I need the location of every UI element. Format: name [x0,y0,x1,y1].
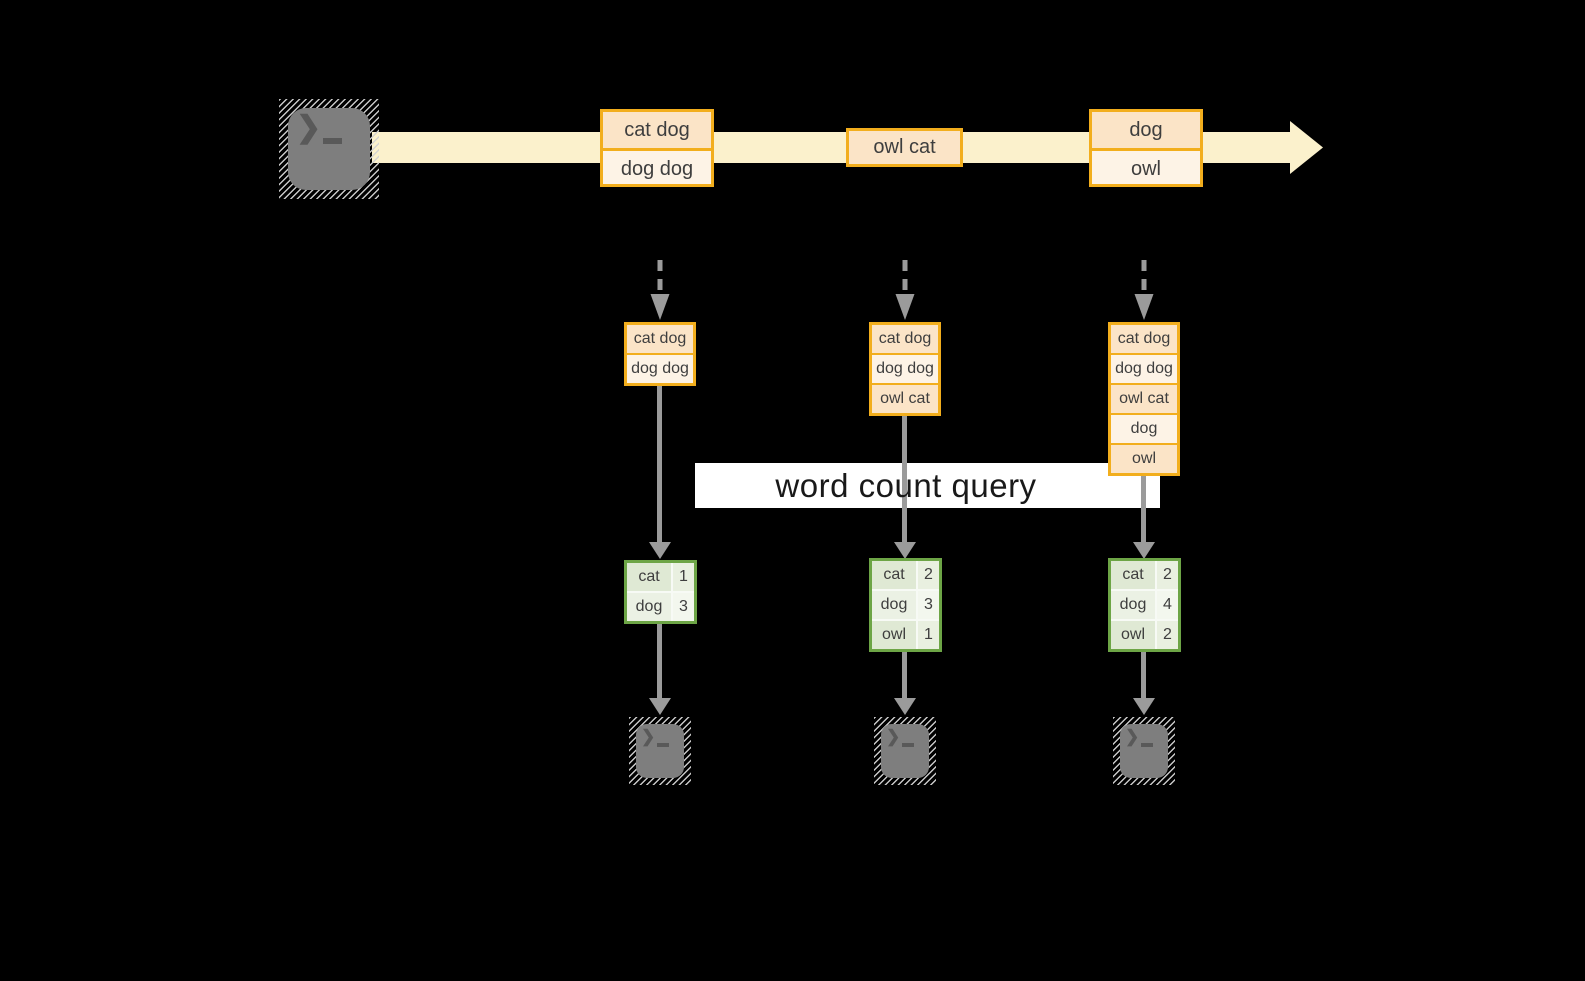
terminal-icon: ❯ [629,717,691,785]
output-arrowhead-3 [1133,698,1155,715]
batch-line: dog [1092,112,1200,148]
word-cell: cat [627,563,671,591]
batch-line: owl cat [872,383,938,413]
output-arrowhead-2 [894,698,916,715]
terminal-body [881,724,929,778]
terminal-icon: ❯ [874,717,936,785]
word-cell: dog [627,593,671,621]
batch-line: owl [1111,443,1177,473]
aggregate-arrowhead-1 [649,542,671,559]
word-count-table-2: cat 2 dog 3 owl 1 [869,558,942,652]
batch-line: cat dog [1111,325,1177,353]
word-cell: dog [872,591,916,619]
batch-line: cat dog [627,325,693,353]
stream-batch-1: cat dog dog dog [600,109,714,187]
batch-dispatch-arrow-2 [895,260,915,320]
stream-batch-2: owl cat [846,128,963,167]
word-count-query-label: word count query [775,467,1037,504]
batch-dispatch-arrow-3 [1134,260,1154,320]
output-arrowhead-1 [649,698,671,715]
word-count-table-3: cat 2 dog 4 owl 2 [1108,558,1181,652]
count-cell: 1 [918,621,939,649]
batch-line: dog dog [603,148,711,184]
count-cell: 4 [1157,591,1178,619]
terminal-body [1120,724,1168,778]
count-cell: 2 [1157,621,1178,649]
batch-line: dog dog [627,353,693,383]
batch-line: owl [1092,148,1200,184]
terminal-prompt-icon: ❯ [886,727,901,746]
output-arrow-line-1 [657,624,662,700]
terminal-cursor-icon [902,743,914,747]
batch-line: dog dog [872,353,938,383]
terminal-body [636,724,684,778]
count-cell: 1 [673,563,694,591]
micro-batch-stack-3: cat dog dog dog owl cat dog owl [1108,322,1180,476]
batch-line: owl cat [1111,383,1177,413]
batch-line: cat dog [603,112,711,148]
output-arrow-line-3 [1141,652,1146,700]
stream-batch-3: dog owl [1089,109,1203,187]
batch-line: cat dog [872,325,938,353]
count-cell: 2 [918,561,939,589]
word-cell: owl [872,621,916,649]
terminal-body [288,108,370,190]
terminal-icon: ❯ [279,99,379,199]
word-cell: cat [872,561,916,589]
terminal-icon: ❯ [1113,717,1175,785]
stream-arrowhead-icon [1290,121,1323,174]
word-cell: cat [1111,561,1155,589]
output-arrow-line-2 [902,652,907,700]
count-cell: 3 [918,591,939,619]
word-count-query-banner [695,463,1160,508]
terminal-cursor-icon [323,138,342,144]
terminal-cursor-icon [1141,743,1153,747]
aggregate-arrow-line-1 [657,386,662,544]
micro-batch-stack-2: cat dog dog dog owl cat [869,322,941,416]
count-cell: 2 [1157,561,1178,589]
batch-dispatch-arrow-1 [650,260,670,320]
batch-line: owl cat [849,131,960,164]
aggregate-arrow-line-3 [1141,476,1146,544]
count-cell: 3 [673,593,694,621]
word-cell: dog [1111,591,1155,619]
aggregate-arrowhead-2 [894,542,916,559]
batch-line: dog dog [1111,353,1177,383]
terminal-cursor-icon [657,743,669,747]
micro-batch-stack-1: cat dog dog dog [624,322,696,386]
terminal-prompt-icon: ❯ [641,727,656,746]
word-count-table-1: cat 1 dog 3 [624,560,697,624]
terminal-prompt-icon: ❯ [296,111,322,144]
aggregate-arrowhead-3 [1133,542,1155,559]
terminal-prompt-icon: ❯ [1125,727,1140,746]
aggregate-arrow-line-2 [902,416,907,544]
batch-line: dog [1111,413,1177,443]
word-cell: owl [1111,621,1155,649]
